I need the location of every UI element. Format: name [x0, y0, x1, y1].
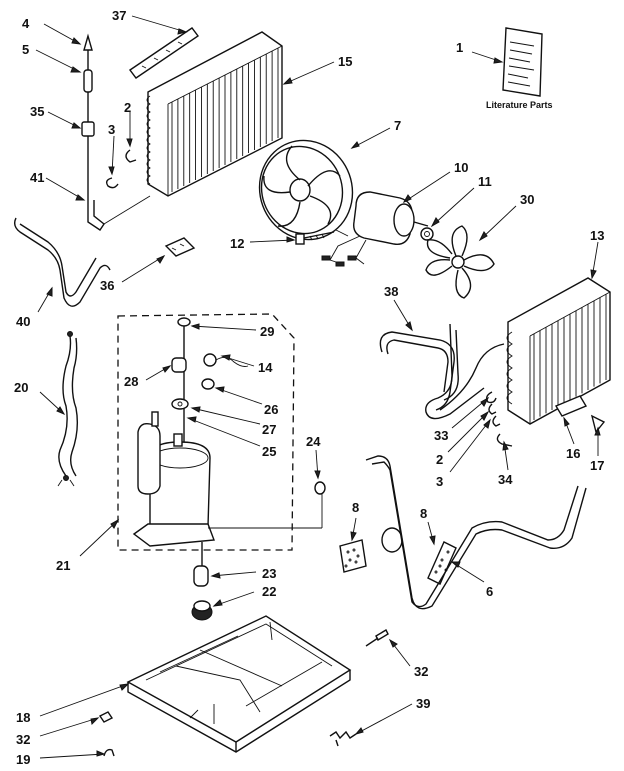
callout-17: 17 — [590, 458, 604, 473]
mounting-foot — [191, 600, 213, 621]
compressor-group-outline — [117, 313, 295, 551]
callout-25: 25 — [262, 444, 276, 459]
callout-8a: 8 — [352, 500, 359, 515]
callout-5: 5 — [22, 42, 29, 57]
fan-motor — [321, 191, 429, 267]
bracket-strip — [128, 27, 200, 79]
callout-12: 12 — [230, 236, 244, 251]
callout-38: 38 — [384, 284, 398, 299]
discharge-tube — [425, 323, 505, 420]
clip-36 — [164, 237, 196, 257]
callout-18: 18 — [16, 710, 30, 725]
callout-28: 28 — [124, 374, 138, 389]
callout-33: 33 — [434, 428, 448, 443]
callout-32a: 32 — [414, 664, 428, 679]
callout-36: 36 — [100, 278, 114, 293]
callout-15: 15 — [338, 54, 352, 69]
filter-panel-right — [427, 541, 457, 585]
callout-20: 20 — [14, 380, 28, 395]
blower-wheel — [258, 139, 354, 241]
callout-11: 11 — [478, 174, 492, 189]
clip-right — [485, 391, 513, 447]
callout-8b: 8 — [420, 506, 427, 521]
callout-3a: 3 — [108, 122, 115, 137]
callout-13: 13 — [590, 228, 604, 243]
callout-2a: 2 — [124, 100, 131, 115]
compressor-grommet — [193, 542, 209, 587]
motor-mount-screw — [295, 231, 335, 245]
wire-harness — [57, 331, 79, 487]
capillary-tube-assembly — [81, 33, 151, 231]
callout-6: 6 — [486, 584, 493, 599]
callout-19: 19 — [16, 752, 30, 767]
callout-24: 24 — [306, 434, 321, 449]
callout-34: 34 — [498, 472, 513, 487]
callout-41: 41 — [30, 170, 44, 185]
callout-30: 30 — [520, 192, 534, 207]
coil-bracket — [554, 395, 606, 434]
callout-32b: 32 — [16, 732, 30, 747]
literature-parts-caption: Literature Parts — [486, 100, 553, 110]
fan-nut — [420, 227, 434, 241]
callout-7: 7 — [394, 118, 401, 133]
compressor — [132, 411, 323, 547]
callout-labels: 4 37 5 15 1 35 2 3 7 41 10 11 30 12 13 3… — [14, 8, 604, 767]
overload-cap — [314, 481, 326, 495]
compressor-mount-stack — [171, 317, 249, 448]
callout-4: 4 — [22, 16, 30, 31]
evaporator-coil — [146, 31, 283, 197]
refrigerant-tube — [365, 455, 587, 610]
callout-39: 39 — [416, 696, 430, 711]
condenser-coil — [506, 277, 611, 425]
leader-lines — [35, 15, 601, 759]
clip-19 — [103, 748, 115, 757]
literature-parts-sheet: Literature Parts — [486, 27, 553, 110]
clip-upper — [105, 149, 137, 189]
callout-27: 27 — [262, 422, 276, 437]
callout-3b: 3 — [436, 474, 443, 489]
screw-right — [365, 629, 389, 647]
callout-26: 26 — [264, 402, 278, 417]
screw-left — [98, 711, 114, 723]
base-pan — [126, 615, 352, 753]
suction-tube — [379, 331, 455, 411]
callout-29: 29 — [260, 324, 274, 339]
callout-16: 16 — [566, 446, 580, 461]
callout-40: 40 — [16, 314, 30, 329]
callout-2b: 2 — [436, 452, 443, 467]
spring-clip — [329, 730, 357, 747]
callout-37: 37 — [112, 8, 126, 23]
condenser-fan-blade — [425, 225, 495, 299]
callout-22: 22 — [262, 584, 276, 599]
filter-panel-left — [339, 527, 403, 573]
callout-14: 14 — [258, 360, 273, 375]
callout-35: 35 — [30, 104, 44, 119]
callout-23: 23 — [262, 566, 276, 581]
callout-10: 10 — [454, 160, 468, 175]
callout-21: 21 — [56, 558, 70, 573]
callout-1: 1 — [456, 40, 463, 55]
drain-tube — [13, 217, 111, 307]
